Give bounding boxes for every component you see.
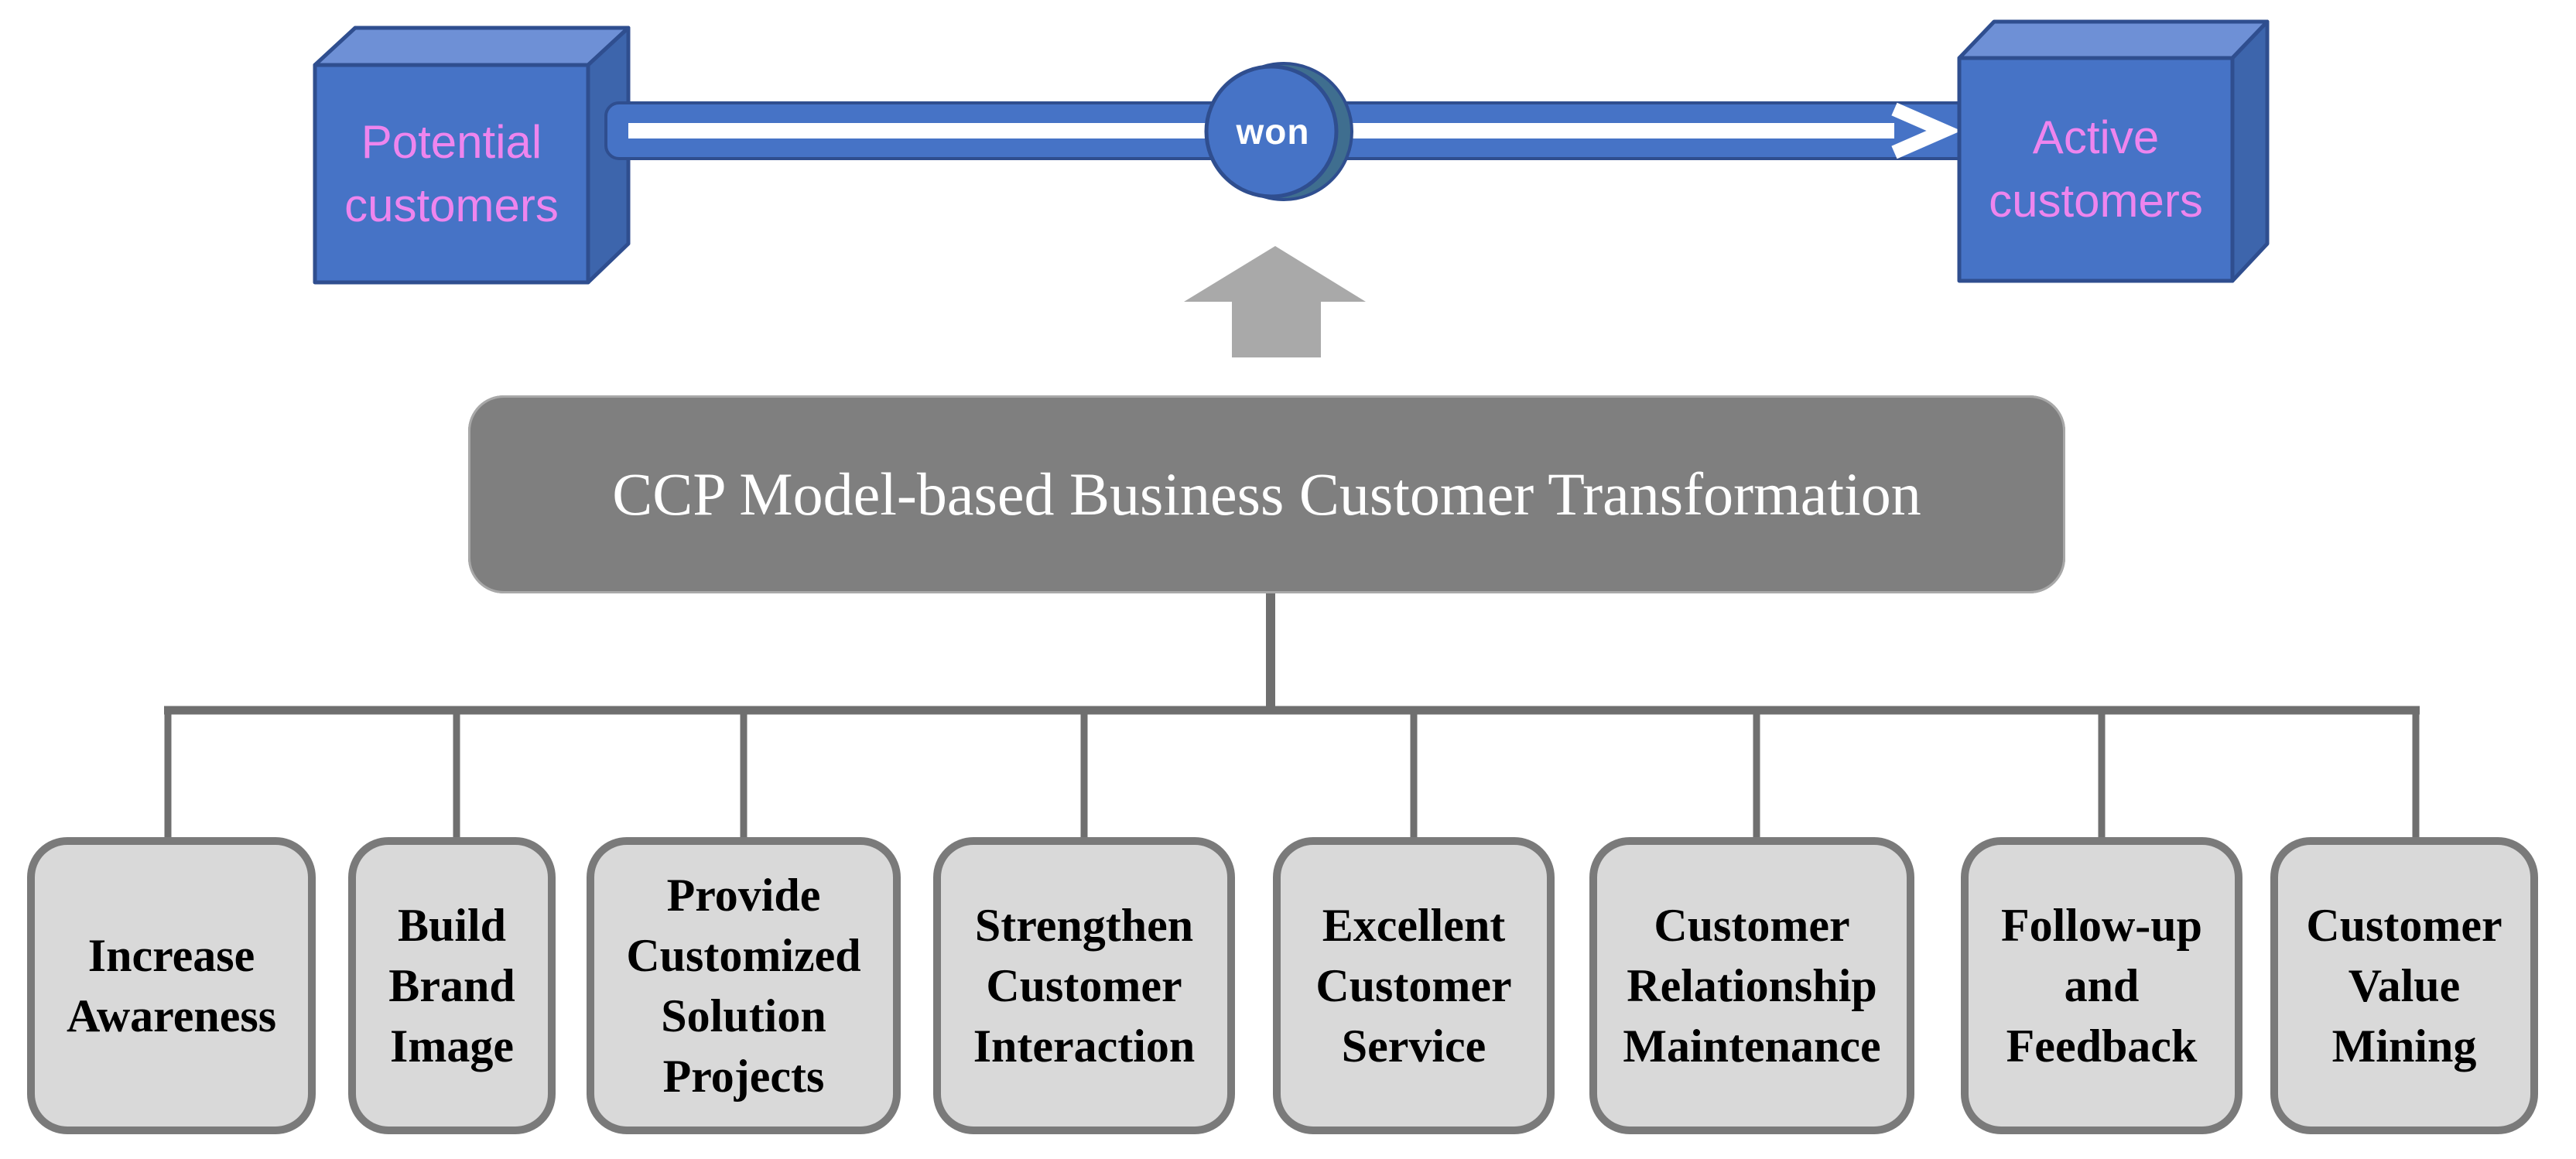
strategy-node-customer-relationship-maintenance: Customer Relationship Maintenance: [1589, 837, 1914, 1134]
strategy-node-increase-awareness: Increase Awareness: [27, 837, 316, 1134]
potential-customers-cube: [313, 26, 631, 285]
cube-top-face: [1957, 19, 2270, 60]
cube-front-face: [1957, 56, 2235, 283]
strategy-node-follow-up-and-feedback: Follow-up and Feedback: [1961, 837, 2242, 1134]
strategy-node-customer-value-mining: Customer Value Mining: [2270, 837, 2538, 1134]
cube-front-face: [313, 63, 590, 285]
won-edge-label: won: [1236, 111, 1310, 152]
up-arrow-icon: [1184, 246, 1366, 357]
strategy-node-build-brand-image: Build Brand Image: [348, 837, 556, 1134]
strategy-node-excellent-customer-service: Excellent Customer Service: [1273, 837, 1555, 1134]
cube-top-face: [313, 26, 631, 67]
arrow-head-icon: [1891, 102, 1962, 159]
strategy-node-customized-solution-projects: Provide Customized Solution Projects: [587, 837, 901, 1134]
won-node: [1204, 62, 1353, 201]
active-customers-cube: [1957, 19, 2270, 283]
strategy-node-strengthen-customer-interaction: Strengthen Customer Interaction: [933, 837, 1235, 1134]
process-title-box: CCP Model-based Business Customer Transf…: [468, 395, 2065, 593]
connector-lines: [164, 591, 2420, 840]
cube-side-face: [2230, 19, 2270, 283]
